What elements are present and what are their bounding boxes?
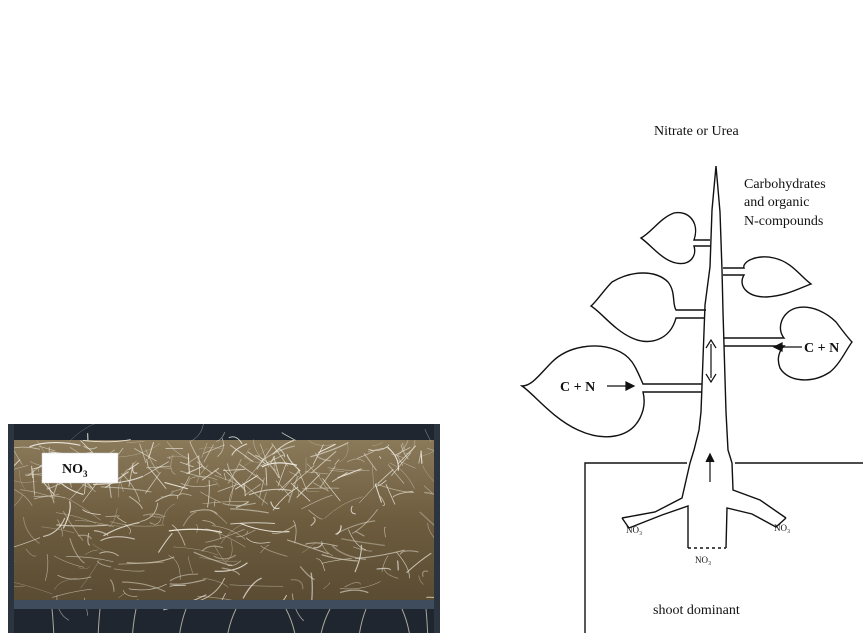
leaf-mid-left [591,273,706,341]
root-nitrate-bottom: NO₃ [695,555,711,565]
tray-frame-left [8,424,14,633]
tray-frame-right [434,424,440,633]
right-flow-label: C + N [804,341,839,356]
flow-arrow-right [774,343,802,351]
flow-arrow-left [607,382,634,390]
transport-arrows [706,340,716,482]
root-nitrate-right: NO₃ [774,523,790,533]
diagram-title: Nitrate or Urea [654,124,740,139]
diagram-caption: shoot dominant [653,603,740,618]
nitrate-label-box: NO3 [42,453,118,483]
diagram-labels: Nitrate or Urea Carbohydrates and organi… [560,124,839,618]
products-label-line-3: N-compounds [744,214,823,229]
tray-frame-bottom [8,600,440,609]
leaf-upper-right [723,257,811,297]
products-label-line-2: and organic [744,195,809,210]
left-flow-label: C + N [560,380,595,395]
products-label-line-1: Carbohydrates [744,177,826,192]
root-fiber [398,561,399,571]
leaf-large-left [522,346,702,437]
leaf-upper-left [641,213,710,264]
plant-diagram [522,166,863,633]
root-tray-photo: NO3 [0,422,451,633]
root-nitrate-left: NO₃ [626,525,642,535]
